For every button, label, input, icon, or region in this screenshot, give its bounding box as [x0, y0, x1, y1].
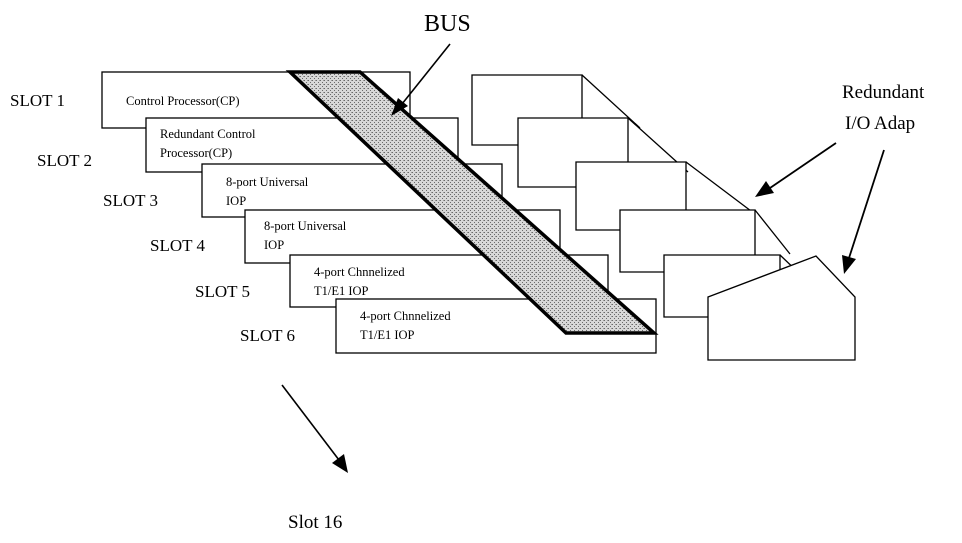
slot16-label: Slot 16 — [288, 512, 342, 533]
redundant-label-line2: I/O Adap — [845, 113, 915, 134]
slot-card-1-label: Control Processor(CP) — [126, 94, 240, 108]
slot-card-4-label-line2: IOP — [264, 238, 284, 252]
slot-label-4: SLOT 4 — [150, 236, 205, 255]
bus-title: BUS — [424, 11, 471, 37]
slot-label-2: SLOT 2 — [37, 151, 92, 170]
slot-card-6-label-line1: 4-port Chnnelized — [360, 309, 451, 323]
slot-card-4-label-line1: 8-port Universal — [264, 219, 347, 233]
slot-card-3-label-line1: 8-port Universal — [226, 175, 309, 189]
slot-card-5-label-line1: 4-port Chnnelized — [314, 265, 405, 279]
redundant-arrow-left — [755, 142, 837, 197]
slot-label-3: SLOT 3 — [103, 191, 158, 210]
slot-card-2-label-line1: Redundant Control — [160, 127, 256, 141]
slot-label-5: SLOT 5 — [195, 282, 250, 301]
slot-card-3-label-line2: IOP — [226, 194, 246, 208]
io-adapter-cards — [471, 74, 856, 361]
redundant-label-line1: Redundant — [842, 82, 925, 103]
slot-label-6: SLOT 6 — [240, 326, 295, 345]
slot-card-2-label-line2: Processor(CP) — [160, 146, 232, 160]
slot-label-1: SLOT 1 — [10, 91, 65, 110]
bus-arrow — [391, 43, 451, 116]
io-adapter-card-6 — [707, 255, 856, 361]
slot-card-6-label-line2: T1/E1 IOP — [360, 328, 415, 342]
slot-labels: SLOT 1 SLOT 2 SLOT 3 SLOT 4 SLOT 5 SLOT … — [10, 91, 295, 345]
slot16-arrow — [281, 384, 348, 473]
redundant-arrow-right — [842, 149, 885, 274]
bus-band — [285, 70, 659, 335]
slot-card-5-label-line2: T1/E1 IOP — [314, 284, 369, 298]
